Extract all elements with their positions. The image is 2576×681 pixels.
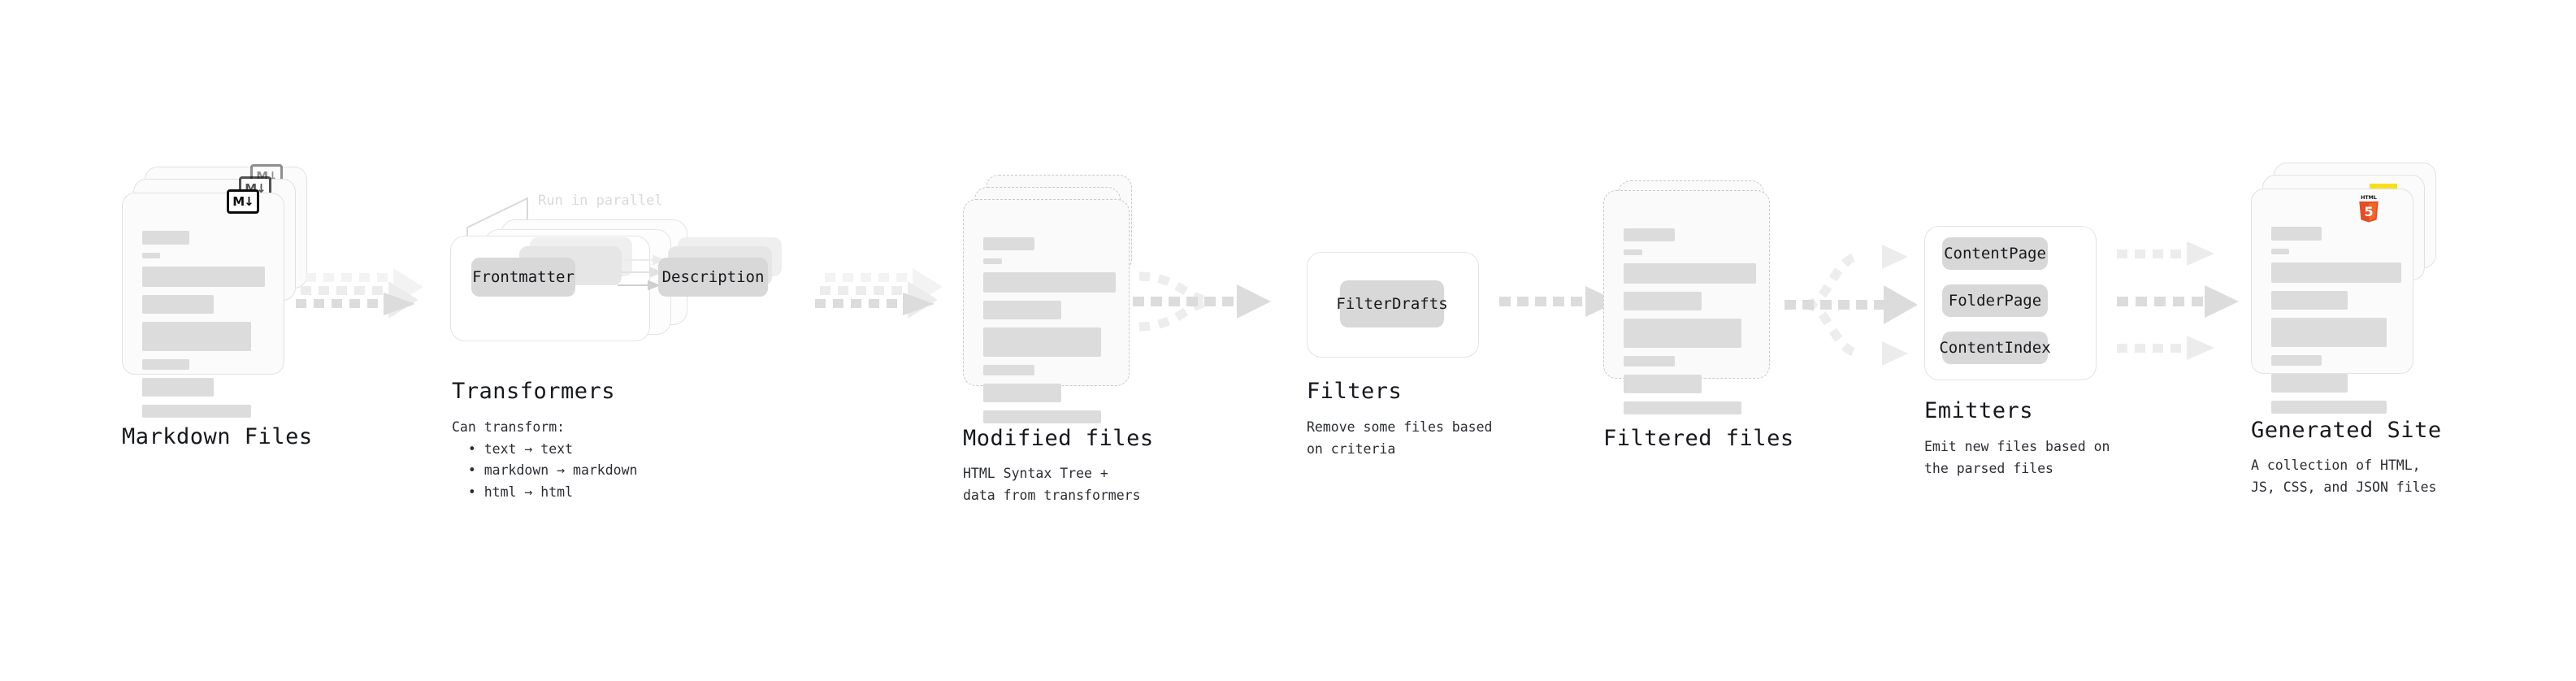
stage-subtitle-generated-site: A collection of HTML, JS, CSS, and JSON … [2251,458,2437,495]
emitter-chip-folderpage[interactable]: FolderPage [1942,284,2048,317]
content-bar [983,384,1061,402]
stage-title-transformers: Transformers [452,379,616,404]
content-bar [1624,228,1675,241]
stage-title-modified-files: Modified files [963,426,1154,451]
content-bar [983,327,1101,357]
content-bar [2271,401,2387,414]
content-bar [983,410,1101,423]
content-bar [2271,355,2322,366]
transformer-chip-frontmatter[interactable]: Frontmatter [471,258,575,297]
content-bar [983,237,1034,250]
content-bar [2271,291,2348,310]
content-bar [1624,263,1756,284]
content-bar [1624,319,1741,348]
content-bar [983,258,1002,264]
content-bar [2271,318,2387,347]
content-bar [983,301,1061,319]
connector-filtered-to-emitters [1785,245,1918,366]
content-bar [142,267,265,287]
content-bar [2271,249,2289,254]
content-bar [142,322,251,351]
emitter-chip-contentpage[interactable]: ContentPage [1942,237,2048,270]
markdown-file-card-front [122,193,284,418]
filtered-file-content [1624,228,1756,423]
svg-text:5: 5 [2364,204,2373,219]
stage-subtitle-transformers: Can transform: • text → text • markdown … [452,419,638,501]
connector-markdown-to-transformers [296,268,423,319]
stage-subtitle-emitters: Emit new files based on the parsed files [1924,439,2110,476]
site-file-content [2271,227,2401,422]
transformer-chip-description[interactable]: Description [658,258,768,297]
markdown-badge: M↓ [227,189,259,214]
connector-filters-to-filtered [1499,286,1618,317]
stage-subtitle-modified-files: HTML Syntax Tree + data from transformer… [963,466,1141,503]
filtered-file-card-front [1603,190,1770,414]
filter-chip-filterdrafts[interactable]: FilterDrafts [1336,280,1448,327]
markdown-file-content [142,231,265,426]
svg-text:HTML: HTML [2361,195,2377,201]
content-bar [983,365,1034,375]
site-file-card-html [2251,189,2413,414]
content-bar [2271,262,2401,283]
content-bar [142,295,214,314]
stage-title-markdown-files: Markdown Files [122,424,313,449]
content-bar [1624,356,1675,367]
content-bar [142,231,189,245]
content-bar [983,272,1116,293]
content-bar [142,359,189,370]
content-bar [2271,374,2348,393]
content-bar [2271,227,2322,241]
transformer-inner-arrows [618,254,666,291]
content-bar [1624,401,1741,414]
stage-title-filters: Filters [1307,379,1403,404]
connector-emitters-to-site [2117,241,2239,360]
connector-transformers-to-modified [815,268,943,319]
content-bar [1624,375,1702,393]
run-in-parallel-label: Run in parallel [538,193,663,209]
content-bar [142,253,160,258]
content-bar [1624,249,1642,255]
stage-title-emitters: Emitters [1924,398,2034,423]
connector-modified-to-filters [1133,271,1271,332]
emitter-chip-contentindex[interactable]: ContentIndex [1939,332,2051,364]
content-bar [142,378,214,397]
content-bar [1624,292,1702,310]
content-bar [142,405,251,418]
stage-title-filtered-files: Filtered files [1603,426,1794,451]
html5-badge-icon: HTML 5 [2359,195,2379,223]
modified-file-card-front [963,199,1130,423]
stage-title-generated-site: Generated Site [2251,418,2442,443]
stage-subtitle-filters: Remove some files based on criteria [1307,419,1493,457]
modified-file-content [983,237,1116,432]
